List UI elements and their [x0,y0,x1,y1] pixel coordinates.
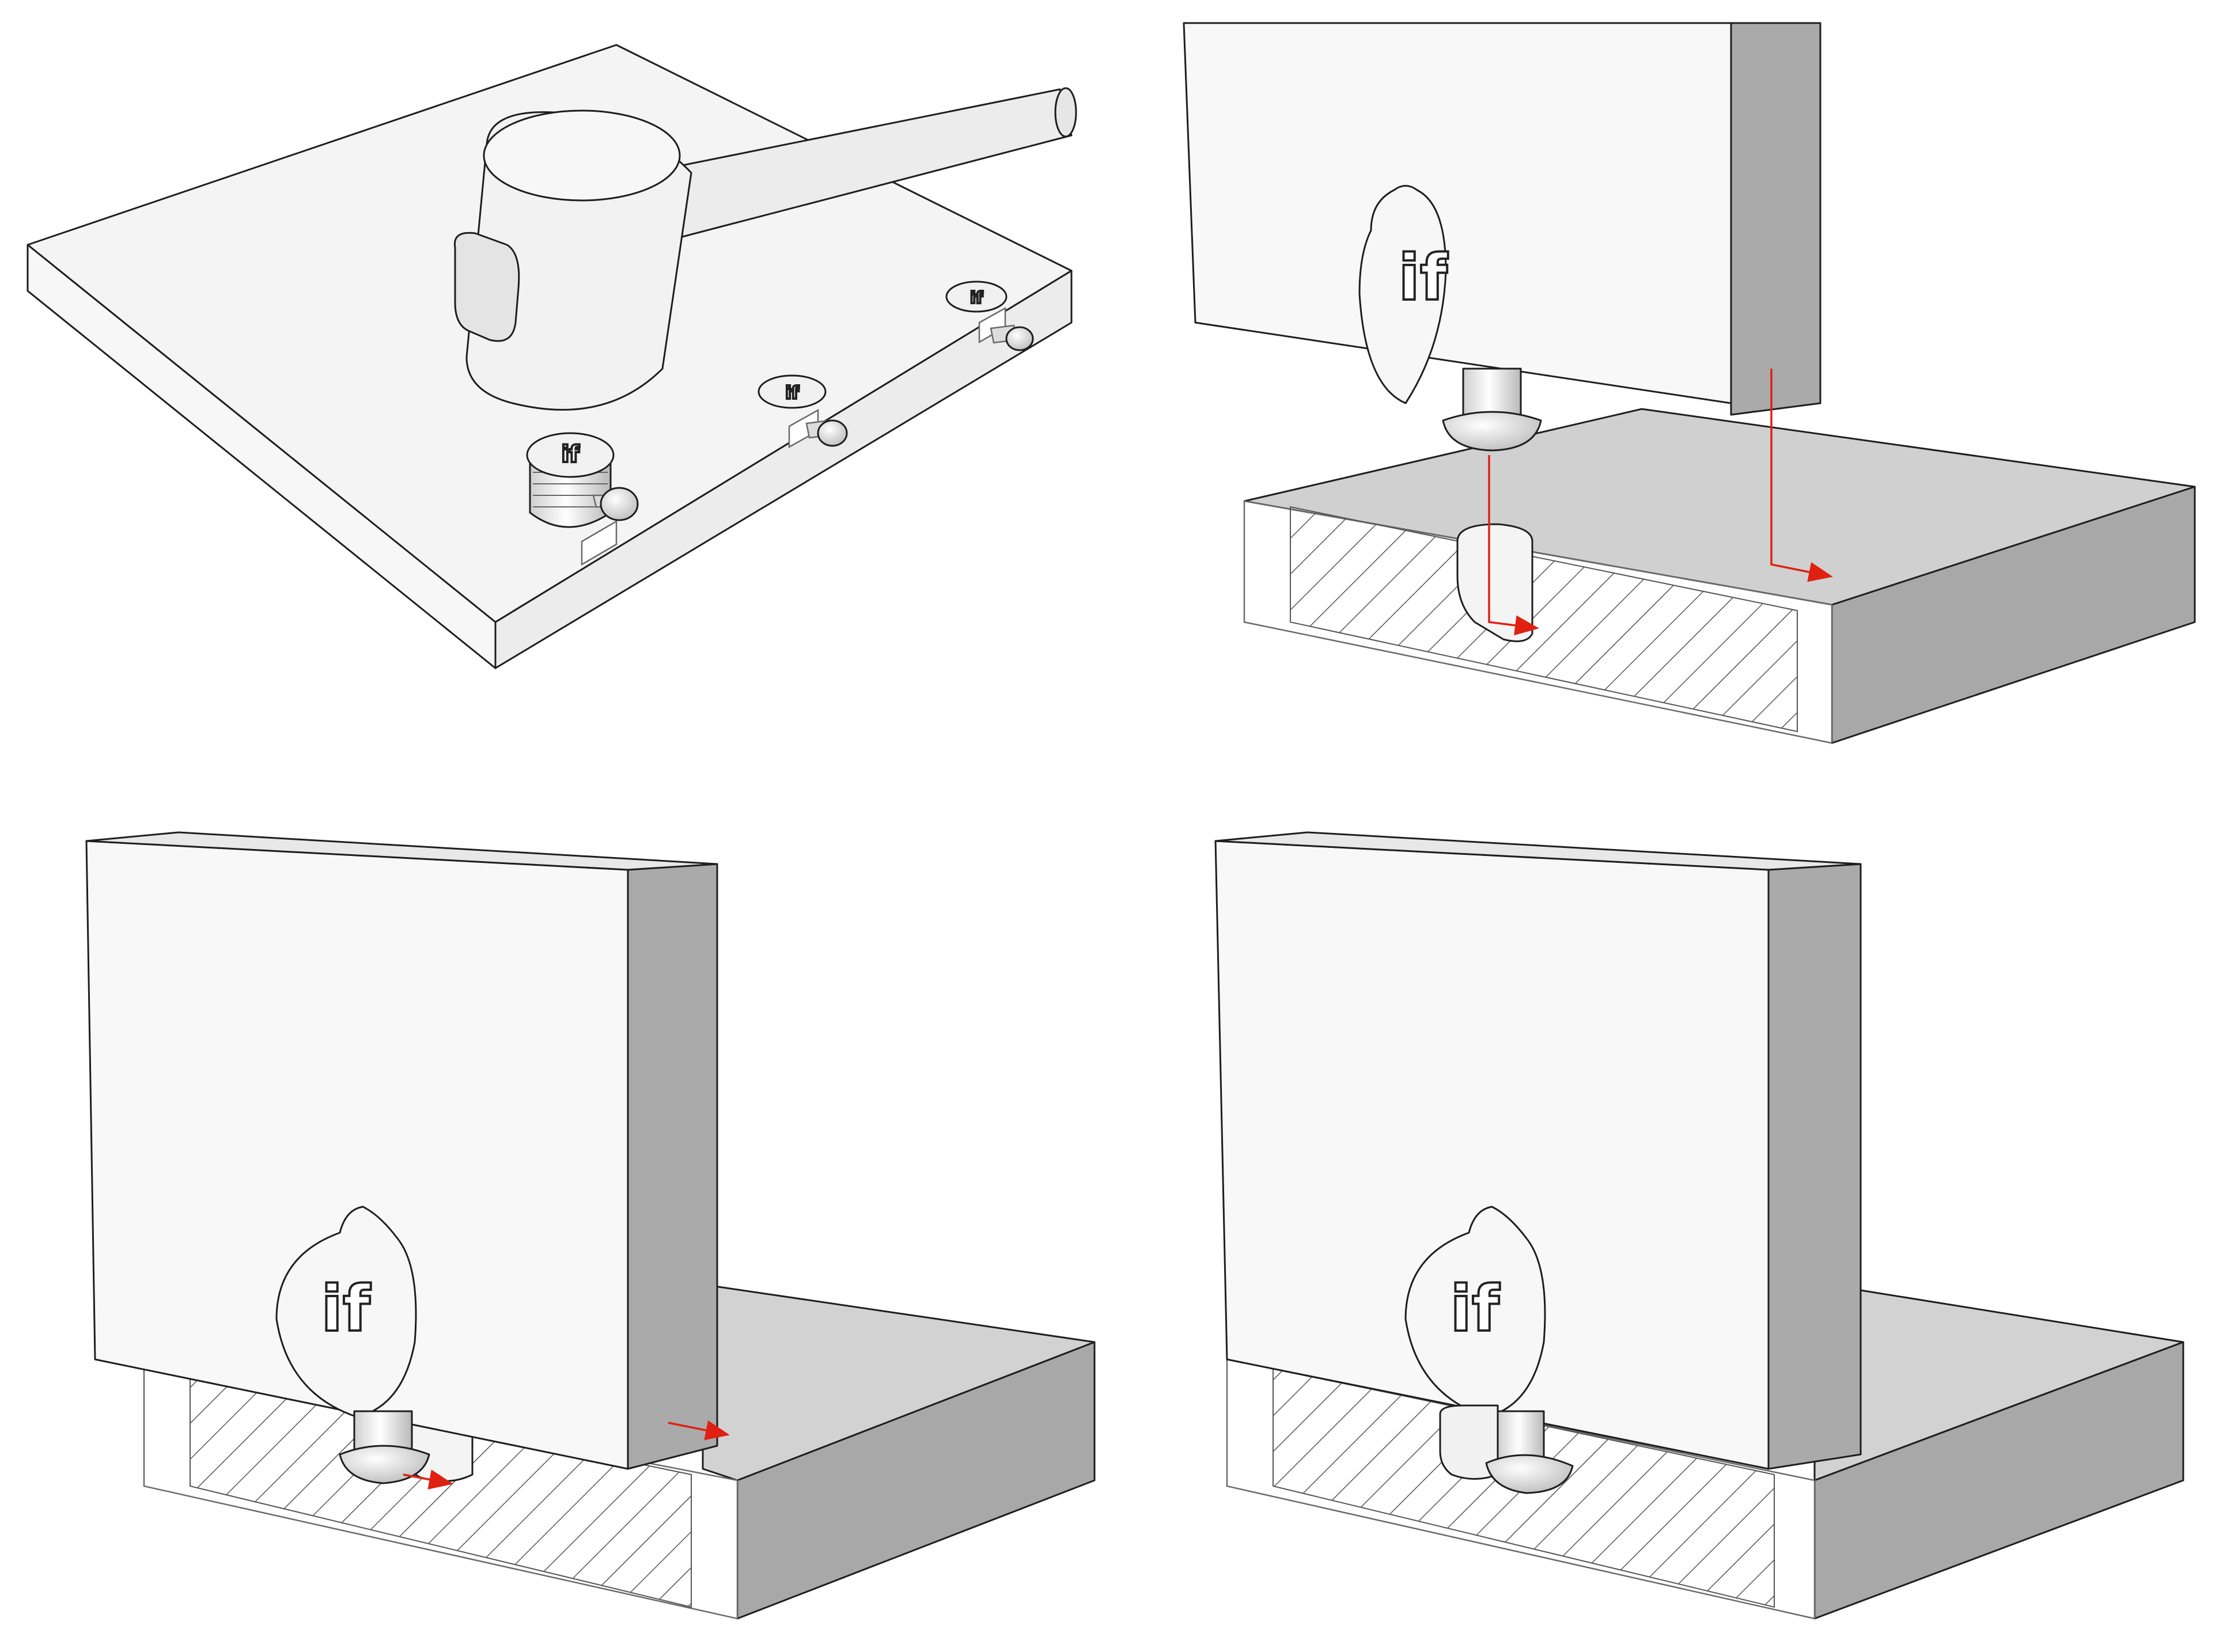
cap-fitting-icon: if [758,374,848,447]
logo-mark: if [321,1272,371,1346]
logo-mark: if [970,288,983,307]
cam-cap-icon: if [1404,1206,1546,1418]
panel-2: if [1183,22,2196,744]
cam-fitting-icon: if [526,432,615,528]
logo-mark: if [561,441,580,468]
logo-mark: if [1450,1272,1500,1346]
base-board [1243,408,2196,744]
panel-1: if if if [26,44,1077,669]
cam-cap-icon: if [1358,185,1449,404]
panel-4: if [1214,831,2184,1620]
connector-bolt-icon [1439,1404,1574,1494]
logo-mark: if [785,383,799,403]
connector-bolt-icon [1442,367,1542,452]
logo-mark: if [1398,241,1448,315]
mallet-icon [453,87,1077,411]
connector-bolt-icon [339,1410,430,1484]
motion-arrow-icon [1488,369,1833,636]
vertical-panel [1214,831,1862,1470]
connector-bolt-icon [592,487,639,521]
panel-3: if [85,831,1096,1620]
cam-cap-icon: if [275,1206,417,1418]
vertical-panel [1183,22,1821,416]
motion-arrow-icon [403,1420,730,1490]
vertical-panel [85,831,718,1470]
cap-fitting-icon: if [945,281,1034,351]
